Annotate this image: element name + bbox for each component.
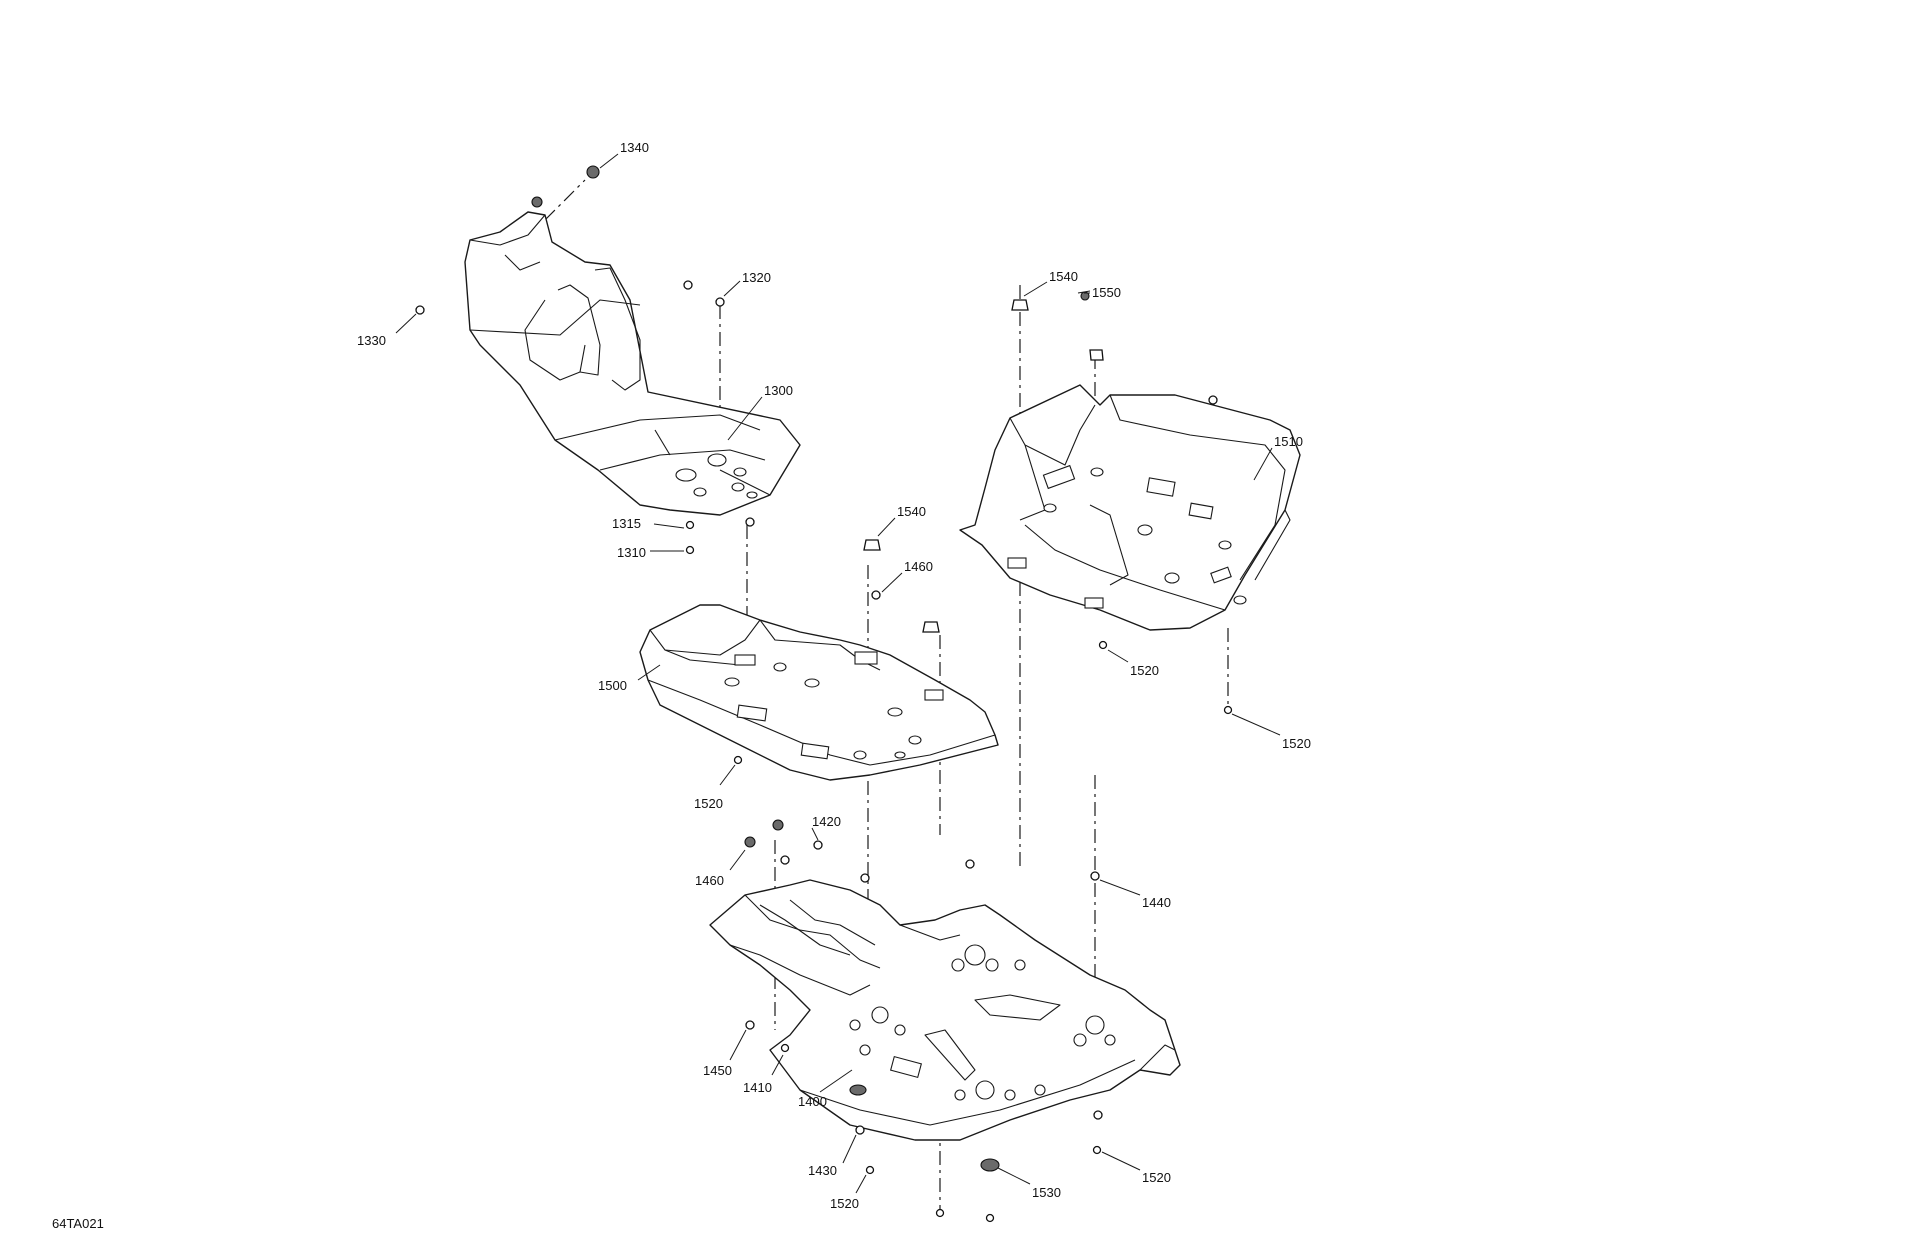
leader-lines: [395, 153, 1281, 1194]
callout-1300: 1300: [764, 383, 793, 398]
bolt-1310: [685, 545, 695, 555]
bolt-1520a: [1098, 640, 1108, 650]
skid-plate-1300: [464, 211, 801, 516]
callout-1540-mid: 1540: [897, 504, 926, 519]
callout-1430: 1430: [808, 1163, 837, 1178]
fasteners: [415, 165, 1233, 1223]
bolt-1410: [780, 1043, 790, 1053]
callout-1340: 1340: [620, 140, 649, 155]
callout-1315: 1315: [612, 516, 641, 531]
callout-1520-d: 1520: [830, 1196, 859, 1211]
nut-1440a: [965, 859, 975, 869]
skid-plate-1400: [709, 879, 1181, 1141]
callout-1400: 1400: [798, 1094, 827, 1109]
callout-1440: 1440: [1142, 895, 1171, 910]
callout-1310: 1310: [617, 545, 646, 560]
bolt-1520f: [935, 1208, 945, 1218]
callout-1510: 1510: [1274, 434, 1303, 449]
bolt-1520e: [1092, 1145, 1102, 1155]
nut-1420b: [813, 840, 823, 850]
nut-1460a: [871, 590, 881, 600]
bolt-1520b: [1223, 705, 1233, 715]
nut-1540a: [1011, 299, 1029, 311]
diagram-code: 64TA021: [52, 1216, 104, 1231]
callout-1530: 1530: [1032, 1185, 1061, 1200]
bolt-1520g: [985, 1213, 995, 1223]
callout-1450: 1450: [703, 1063, 732, 1078]
skid-plate-1500: [639, 604, 999, 781]
skid-plate-1510: [959, 384, 1301, 631]
clip-1500: [922, 621, 940, 633]
callout-labels: 1340 1320 1330 1300 1315 1310 1540 1550 …: [357, 140, 1311, 1211]
nut-1310b: [745, 517, 755, 527]
nut-1540b: [863, 539, 881, 551]
bolt-1315: [685, 520, 695, 530]
nut-1340b: [531, 196, 543, 208]
nut-1440c: [1093, 1110, 1103, 1120]
callout-1520-e: 1520: [1142, 1170, 1171, 1185]
callout-1320: 1320: [742, 270, 771, 285]
callout-1520-a: 1520: [1130, 663, 1159, 678]
bolt-1520d: [865, 1165, 875, 1175]
nut-1340a: [586, 165, 600, 179]
callout-1520-c: 1520: [694, 796, 723, 811]
callout-1460-top: 1460: [904, 559, 933, 574]
washer-1400b: [849, 1084, 867, 1096]
callout-1460-low: 1460: [695, 873, 724, 888]
nut-1440b: [1090, 871, 1100, 881]
callout-1330: 1330: [357, 333, 386, 348]
nut-1320b: [683, 280, 693, 290]
nut-1420a: [772, 819, 784, 831]
nut-1400a: [860, 873, 870, 883]
nut-1320a: [715, 297, 725, 307]
nut-1510: [1208, 395, 1218, 405]
callout-1550: 1550: [1092, 285, 1121, 300]
callout-1500: 1500: [598, 678, 627, 693]
callout-1540-top: 1540: [1049, 269, 1078, 284]
nut-1420c: [780, 855, 790, 865]
bolt-1430: [855, 1125, 865, 1135]
washer-1530: [980, 1158, 1000, 1172]
bolt-1520c: [733, 755, 743, 765]
callout-1410: 1410: [743, 1080, 772, 1095]
bolt-1330: [415, 305, 425, 315]
bolt-1450: [745, 1020, 755, 1030]
callout-1520-b: 1520: [1282, 736, 1311, 751]
nut-1460b: [744, 836, 756, 848]
clip-1550b: [1089, 349, 1104, 361]
callout-1420: 1420: [812, 814, 841, 829]
